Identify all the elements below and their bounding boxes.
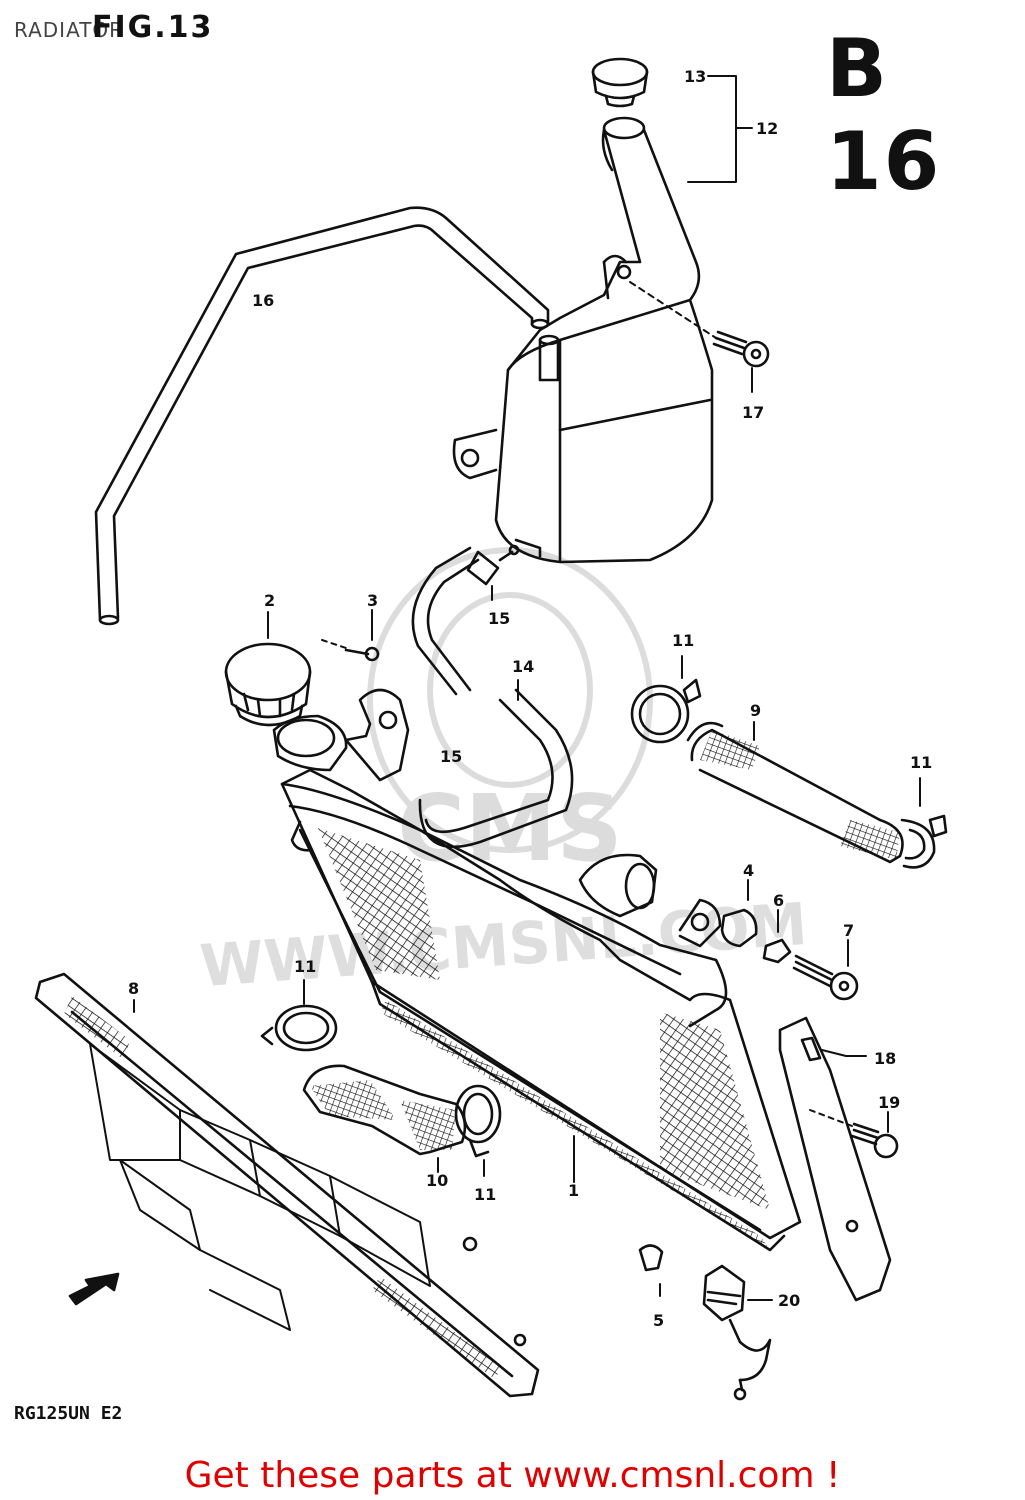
cap-screw	[321, 609, 380, 662]
callout-20: 20	[778, 1291, 800, 1310]
parts-link-banner[interactable]: Get these parts at www.cmsnl.com !	[184, 1455, 841, 1496]
callout-16: 16	[252, 291, 274, 310]
front-direction-arrow-icon	[68, 1272, 120, 1306]
model-code: RG125UN E2	[14, 1403, 123, 1424]
mount-bolt	[792, 939, 859, 1001]
callout-3: 3	[367, 591, 378, 610]
reservoir-cap	[591, 57, 649, 108]
hose-clamp-upper-right	[900, 777, 948, 869]
side-bracket	[778, 1016, 892, 1302]
callout-11-upper-right: 11	[910, 753, 932, 772]
section-title: RADIATOR	[14, 18, 125, 42]
bracket-bolt	[809, 1109, 899, 1159]
callout-5: 5	[653, 1311, 664, 1330]
hose-clamp-lower-left	[260, 979, 338, 1052]
upper-water-hose	[686, 721, 904, 864]
lower-water-hose	[302, 1064, 467, 1173]
mount-collar	[762, 909, 792, 964]
callout-2: 2	[264, 591, 275, 610]
callout-13: 13	[684, 67, 706, 86]
callout-10: 10	[426, 1171, 448, 1190]
radiator-assembly	[272, 688, 802, 1252]
callout-18: 18	[874, 1049, 896, 1068]
callout-15-upper: 15	[488, 609, 510, 628]
callout-17: 17	[742, 403, 764, 422]
watermark-url: WWW.CMSNL.COM	[198, 890, 810, 1000]
radiator-cap	[224, 611, 312, 727]
callout-11-lower-left: 11	[294, 957, 316, 976]
thermo-switch	[702, 1264, 773, 1401]
figure-number: FIG.13	[92, 10, 214, 45]
tank-bolt	[629, 281, 770, 393]
upper-small-hose	[411, 546, 514, 696]
reservoir-tank	[452, 116, 714, 564]
callout-11-upper-left: 11	[672, 631, 694, 650]
callout-19: 19	[878, 1093, 900, 1112]
callout-9: 9	[750, 701, 761, 720]
mount-grommet	[720, 879, 758, 948]
block-code: B 16	[826, 22, 942, 208]
callout-8: 8	[128, 979, 139, 998]
callout-1: 1	[568, 1181, 579, 1200]
callout-14: 14	[512, 657, 534, 676]
hose-clamp-upper-left	[630, 655, 702, 744]
radiator-grille	[34, 972, 540, 1398]
watermark-text: CMS	[397, 775, 622, 882]
callout-11-lower-right: 11	[474, 1185, 496, 1204]
radiator-to-tank-hose	[418, 679, 574, 849]
callout-6: 6	[773, 891, 784, 910]
callout-12: 12	[756, 119, 778, 138]
callout-15-lower: 15	[440, 747, 462, 766]
callout-4: 4	[743, 861, 754, 880]
overflow-hose	[94, 206, 550, 626]
hose-clamp-lower-right	[454, 1084, 502, 1177]
callout-7: 7	[843, 921, 854, 940]
wire-clamp	[638, 1244, 664, 1297]
callout-bracket-12	[687, 75, 753, 183]
